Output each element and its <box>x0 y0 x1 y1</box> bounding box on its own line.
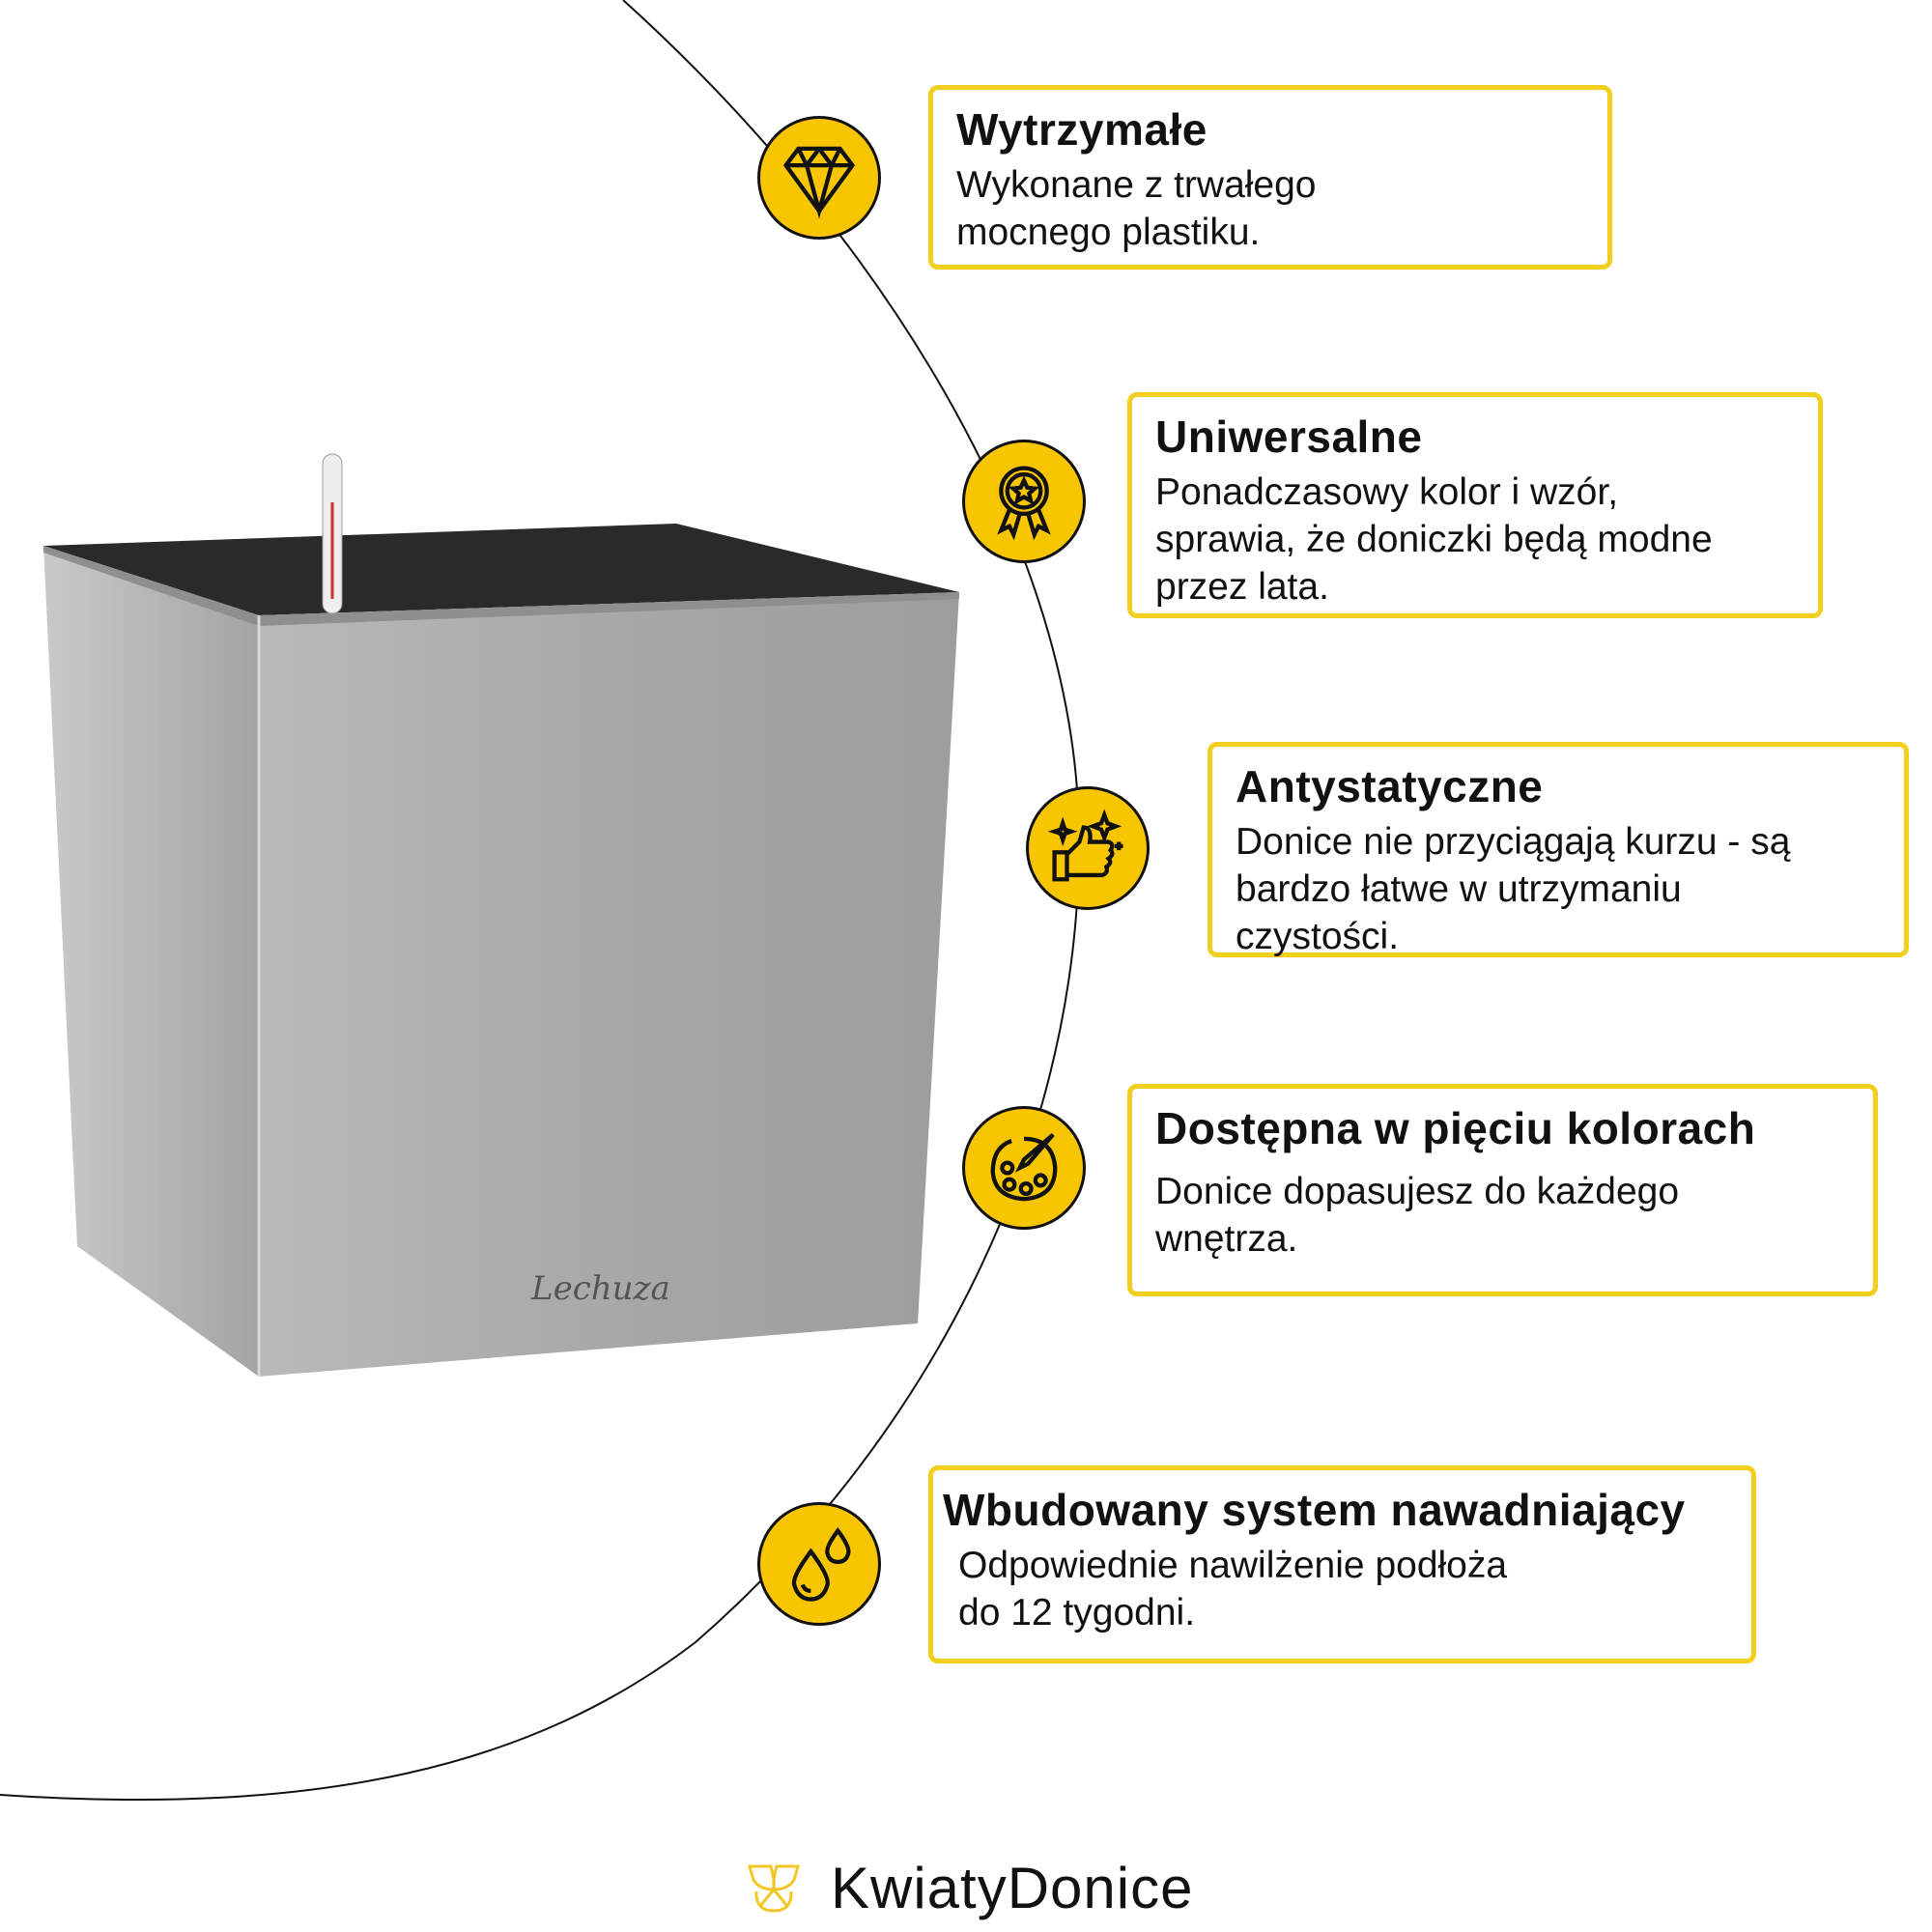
logo-text: KwiatyDonice <box>831 1856 1194 1920</box>
feature-text: Ponadczasowy kolor i wzór, sprawia, że d… <box>1155 471 1713 608</box>
feature-card-irrigation: Wbudowany system nawadniający Odpowiedni… <box>928 1465 1756 1663</box>
feature-card-colors: Dostępna w pięciu kolorach Donice dopasu… <box>1127 1084 1878 1296</box>
award-medal-icon <box>962 440 1086 563</box>
feature-title: Dostępna w pięciu kolorach <box>1155 1103 1756 1153</box>
feature-text: Wykonane z trwałego mocnego plastiku. <box>956 164 1317 253</box>
water-drops-icon <box>757 1502 881 1626</box>
thumbs-up-sparkle-icon <box>1026 786 1150 910</box>
diamond-icon <box>757 116 881 240</box>
planter-pot-image: Lechuza <box>43 453 959 1377</box>
butterfly-logo-icon <box>748 1864 800 1913</box>
palette-icon <box>962 1106 1086 1230</box>
feature-text: Donice dopasujesz do każdego wnętrza. <box>1155 1171 1680 1260</box>
feature-title: Uniwersalne <box>1155 412 1423 462</box>
feature-card-antistatic: Antystatyczne Donice nie przyciągają kur… <box>1208 742 1909 957</box>
feature-title: Antystatyczne <box>1236 761 1544 811</box>
feature-title: Wbudowany system nawadniający <box>943 1485 1686 1535</box>
pot-brand-logo: Lechuza <box>530 1269 670 1308</box>
feature-title: Wytrzymałe <box>956 104 1208 155</box>
brand-logo: KwiatyDonice <box>746 1855 1194 1921</box>
feature-card-universal: Uniwersalne Ponadczasowy kolor i wzór, s… <box>1127 392 1823 618</box>
feature-text: Donice nie przyciągają kurzu - są bardzo… <box>1236 821 1791 957</box>
feature-card-durable: Wytrzymałe Wykonane z trwałego mocnego p… <box>928 85 1612 270</box>
feature-text: Odpowiednie nawilżenie podłoża do 12 tyg… <box>958 1545 1508 1634</box>
